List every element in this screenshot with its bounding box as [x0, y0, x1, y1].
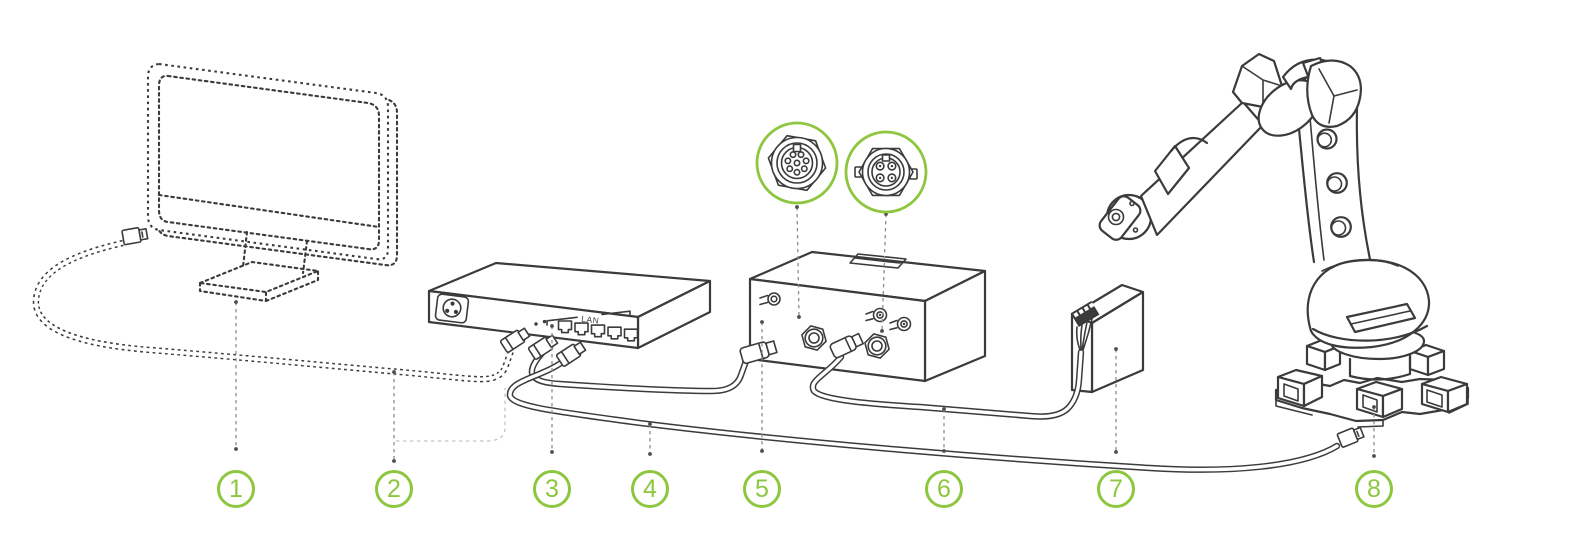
callout-4: 4 [631, 470, 669, 508]
leader-line-8 [1372, 405, 1376, 458]
network-switch-drawing: LAN [427, 261, 712, 350]
callout-7: 7 [1097, 470, 1135, 508]
leader-line-1 [234, 300, 238, 451]
m12-connector-8pin-icon [801, 325, 827, 351]
lan-ports [557, 320, 639, 342]
base-block [1355, 380, 1404, 419]
controller-top-slot [849, 253, 907, 269]
monitor-stand-neck [241, 230, 309, 275]
connector-detail-8pin [755, 121, 839, 205]
callout-3: 3 [533, 470, 571, 508]
leader-line-6 [942, 407, 946, 453]
callout-1: 1 [217, 470, 255, 508]
callout-2: 2 [375, 470, 413, 508]
turret-pedestal [1348, 355, 1412, 381]
vision-controller-drawing [748, 250, 987, 383]
power-connector-icon [434, 293, 470, 324]
connector-detail-4pin [844, 130, 928, 214]
rj45-plug-icon [555, 339, 588, 368]
coax-connector-icon [759, 292, 781, 306]
leader-line-4 [648, 422, 652, 456]
switch-front-face [427, 289, 640, 350]
callout-6-label: 6 [937, 474, 951, 503]
monitor-screen-inset [157, 74, 381, 251]
detail-leader-line [795, 205, 801, 319]
lan-label-bracket: LAN [546, 310, 631, 326]
robot-wrist-camera [1098, 100, 1265, 241]
monitor-stand-base [198, 260, 320, 303]
callout-1-label: 1 [229, 474, 243, 503]
callout-7-label: 7 [1109, 474, 1123, 503]
monitor-chin-line [157, 193, 381, 229]
coax-connector-icon [889, 316, 912, 332]
rj45-connector-icon [121, 225, 149, 246]
status-led [542, 319, 547, 324]
callout-5: 5 [743, 470, 781, 508]
robot-base [1274, 258, 1470, 428]
forearm-collar [1153, 144, 1191, 196]
base-block [1420, 375, 1469, 414]
joint-knuckle [1306, 59, 1362, 128]
computer-monitor-drawing [146, 62, 399, 303]
leader-line-3 [550, 324, 554, 454]
callout-3-label: 3 [545, 474, 559, 503]
m12-connector-4pin-icon [864, 333, 890, 359]
callout-5-label: 5 [755, 474, 769, 503]
leader-line-2 [392, 370, 506, 463]
callout-8-label: 8 [1367, 474, 1381, 503]
cable-switch-to-robot [506, 353, 1341, 473]
leader-lines [234, 205, 1376, 463]
rj45-connector-icon [1336, 424, 1366, 449]
turret-housing [1306, 258, 1431, 349]
callout-8: 8 [1355, 470, 1393, 508]
robot-shoulder-joint [1231, 52, 1362, 137]
robot-arm-drawing [1098, 52, 1470, 428]
callout-4-label: 4 [643, 474, 657, 503]
m12-cable-plug-icon [829, 332, 864, 359]
callout-6: 6 [925, 470, 963, 508]
base-block [1276, 368, 1324, 408]
monitor-outline [146, 62, 390, 261]
ethernet-cable-computer-to-switch [32, 239, 515, 383]
leader-line-7 [1114, 347, 1118, 454]
status-led [534, 322, 538, 326]
callout-2-label: 2 [387, 474, 401, 503]
io-module-drawing [1070, 283, 1145, 394]
lan-label: LAN [581, 314, 600, 326]
base-block [1305, 338, 1342, 372]
leader-line-5 [760, 320, 764, 453]
terminal-block-connector-icon [1070, 300, 1100, 351]
cable-controller-to-io-module [809, 348, 1085, 420]
